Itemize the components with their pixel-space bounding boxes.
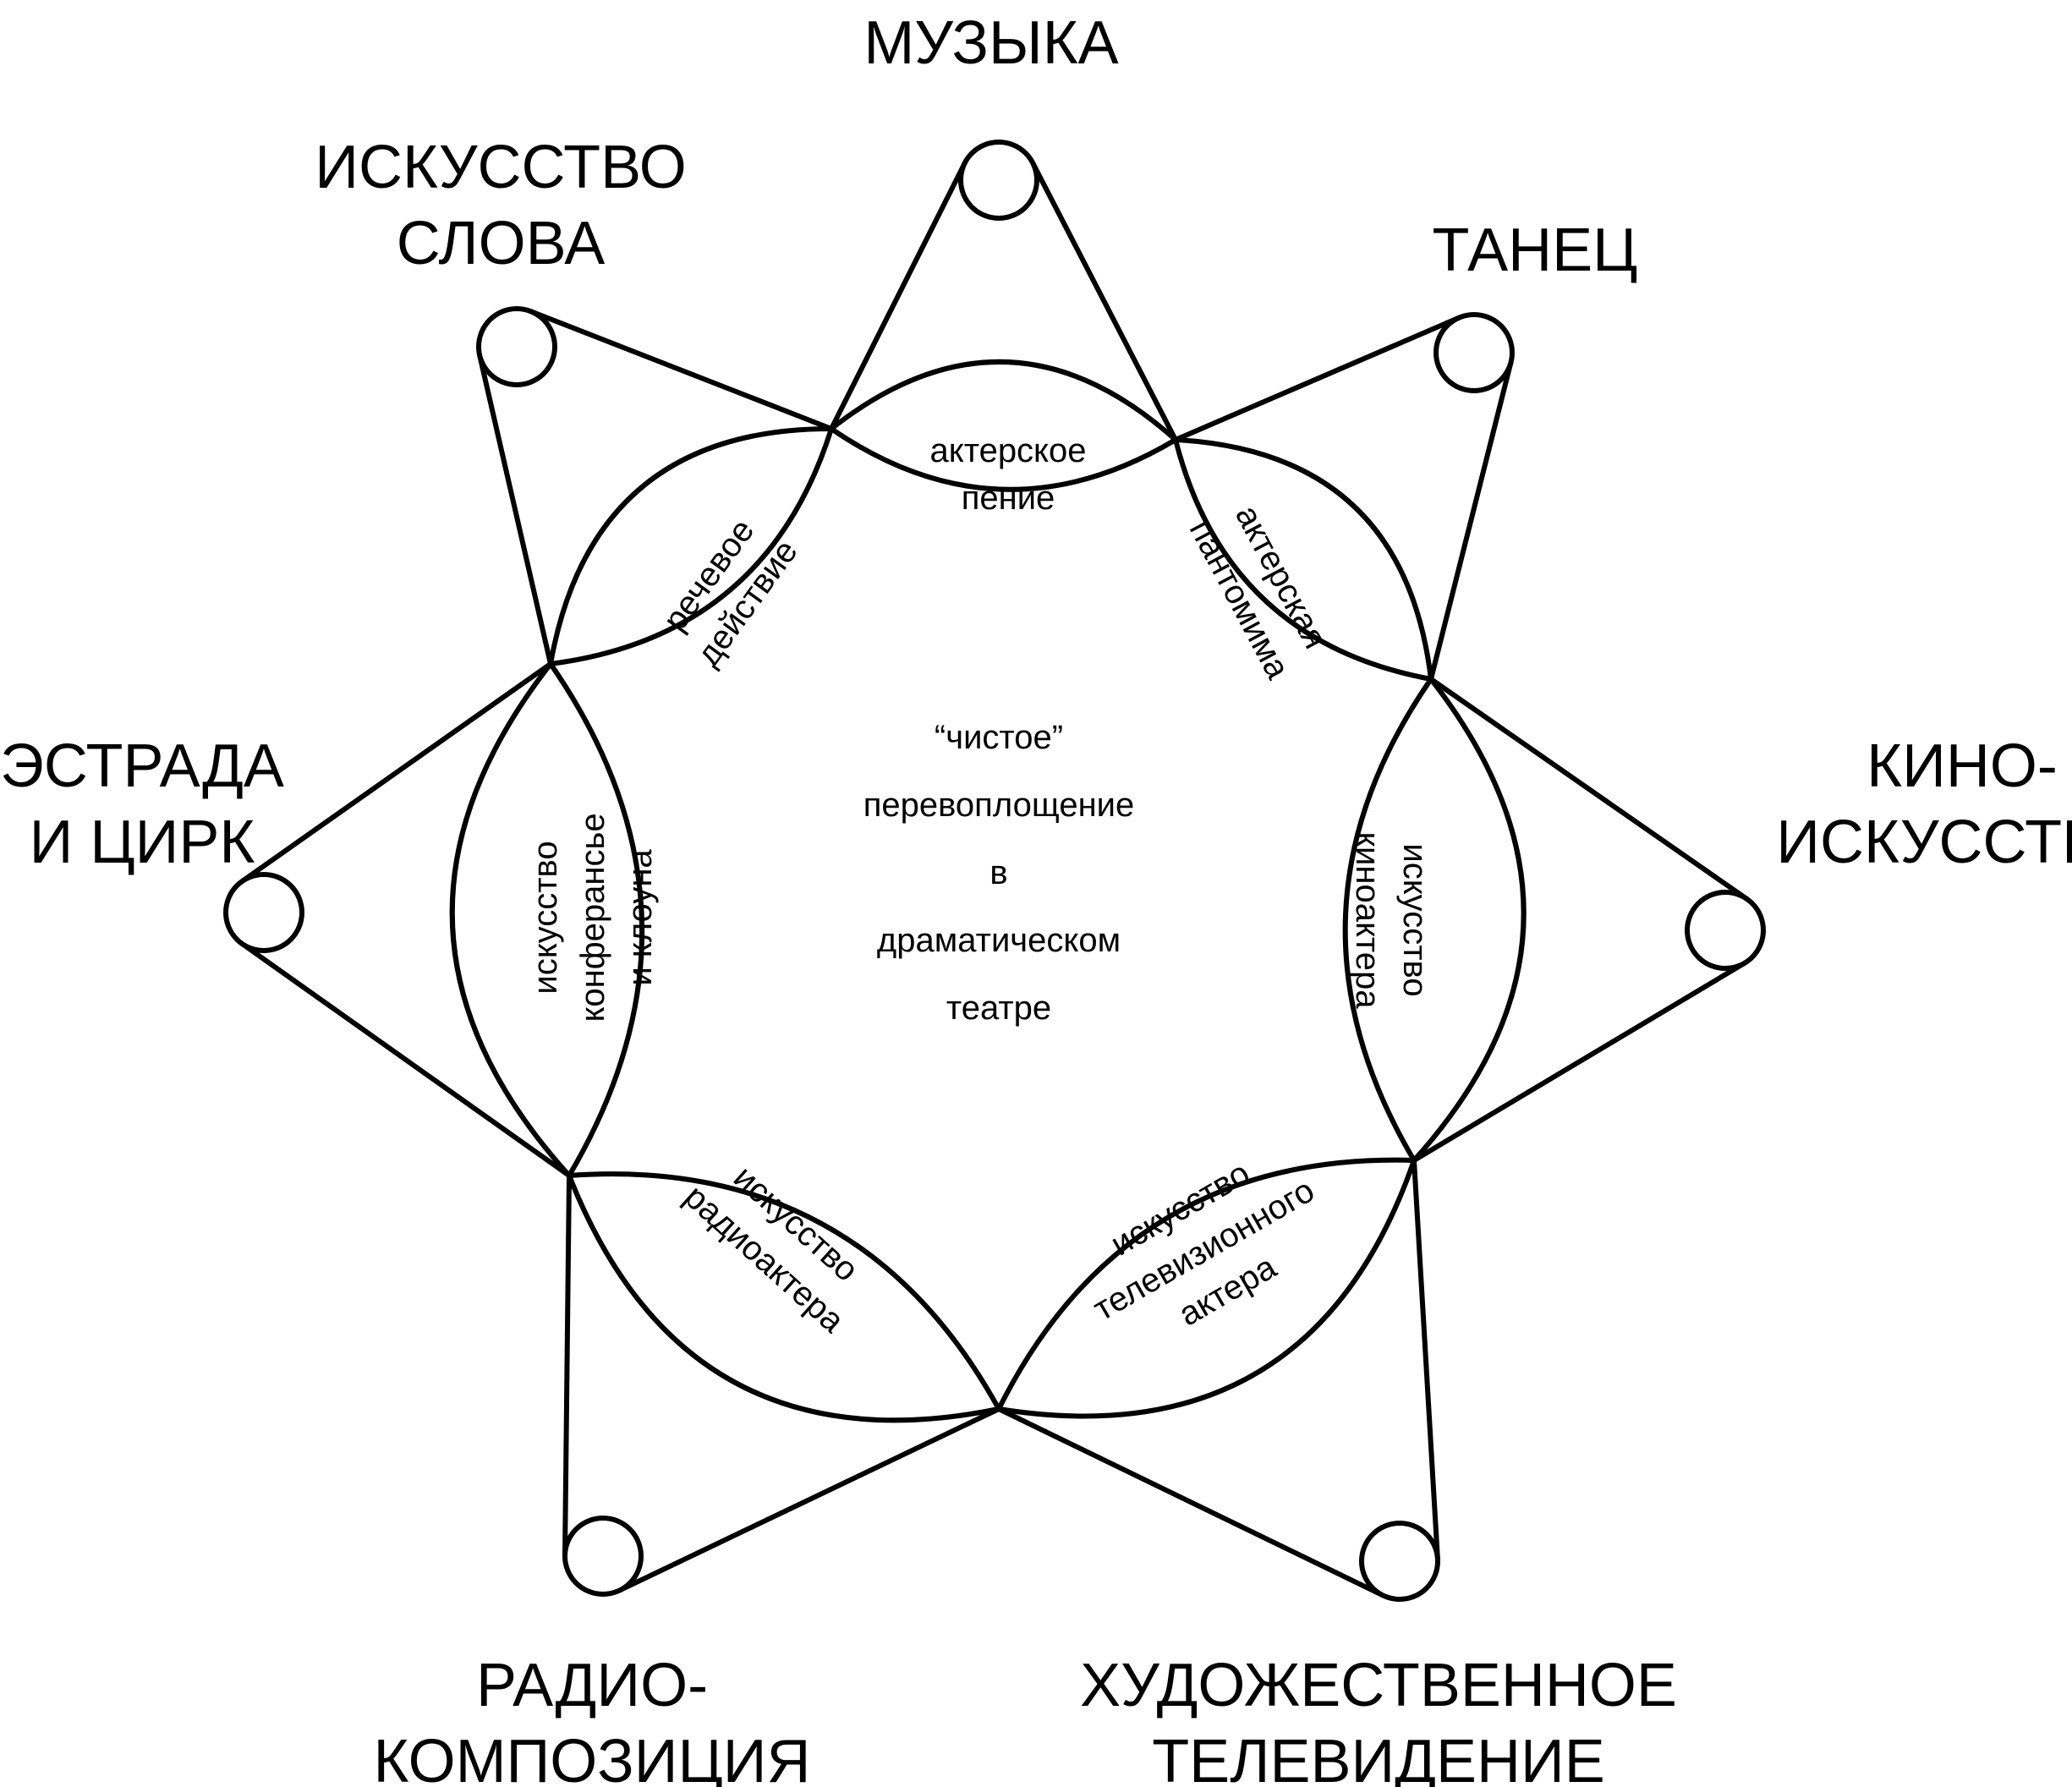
lens-label-line: пение bbox=[962, 480, 1055, 517]
outer-label-estrada: ЭСТРАДА И ЦИРК bbox=[0, 732, 284, 876]
center-label-line: драматическом bbox=[877, 922, 1121, 959]
outer-label-line: РАДИО- bbox=[476, 1652, 708, 1719]
outer-label-dance: ТАНЕЦ bbox=[1433, 217, 1638, 284]
lens-label-text: актерскаяпантомима bbox=[1182, 491, 1339, 685]
outer-node-circles bbox=[223, 140, 1766, 1602]
lens-outer-arc bbox=[567, 1173, 1001, 1423]
connector-line bbox=[1411, 960, 1748, 1163]
lens-outer-arc bbox=[449, 661, 572, 1178]
outer-label-line: КОМПОЗИЦИЯ bbox=[373, 1728, 810, 1787]
lens-outer-arc bbox=[996, 1158, 1417, 1419]
lens-inner-arc bbox=[1342, 677, 1433, 1163]
connector-line bbox=[1029, 160, 1178, 442]
outer-label-line: И ЦИРК bbox=[30, 809, 255, 876]
connector-line bbox=[1411, 1158, 1440, 1562]
lens-inner-arc bbox=[1173, 437, 1433, 682]
outer-label-line: ТЕЛЕВИДЕНИЕ bbox=[1152, 1728, 1605, 1787]
outer-label-music: МУЗЫКА bbox=[863, 9, 1118, 77]
outer-label-word: ИСКУССТВО СЛОВА bbox=[315, 134, 686, 277]
lens-label-line: конферансье bbox=[574, 813, 611, 1022]
lens-label-text: искусство конферансье и клоуна bbox=[527, 813, 659, 1022]
connector-line bbox=[996, 1406, 1386, 1598]
lens-label-film-actor: искусство киноактера bbox=[1349, 832, 1433, 1010]
node-circle-dance bbox=[1433, 312, 1515, 393]
lens-outer-arc bbox=[1173, 437, 1433, 682]
lens-inner-arc bbox=[548, 426, 834, 666]
center-label-line: перевоплощение bbox=[863, 787, 1135, 824]
lens-label-acting-pantomime: актерскаяпантомима bbox=[1182, 491, 1339, 685]
connector-lines bbox=[238, 160, 1750, 1598]
connector-line bbox=[238, 940, 572, 1178]
connector-line bbox=[562, 1173, 572, 1559]
node-circle-cinema bbox=[1685, 890, 1766, 971]
lens-label-text: искусство киноактера bbox=[1349, 832, 1433, 1010]
lens-label-text: актерское пение bbox=[930, 432, 1087, 517]
outer-label-line: ИСКУССТВО bbox=[1776, 809, 2072, 876]
outer-label-line: ХУДОЖЕСТВЕННОЕ bbox=[1080, 1652, 1677, 1719]
lens-label-line: и клоуна bbox=[622, 849, 659, 986]
center-label-line: “чистое” bbox=[935, 719, 1063, 756]
outer-label-television: ХУДОЖЕСТВЕННОЕ ТЕЛЕВИДЕНИЕ bbox=[1080, 1652, 1677, 1787]
outer-label-line: МУЗЫКА bbox=[863, 9, 1118, 77]
node-circle-television bbox=[1359, 1521, 1440, 1602]
lens-label-line: киноактера bbox=[1349, 832, 1386, 1010]
connector-line bbox=[617, 1406, 1001, 1593]
outer-label-line: ТАНЕЦ bbox=[1433, 217, 1638, 284]
outer-labels: МУЗЫКА ТАНЕЦ КИНО- ИСКУССТВО ХУДОЖЕСТВЕННОЕ Т… bbox=[0, 9, 2072, 1787]
center-label-line: театре bbox=[946, 989, 1051, 1027]
lens-label-line: актерское bbox=[930, 432, 1087, 469]
outer-label-radio: РАДИО- КОМПОЗИЦИЯ bbox=[373, 1652, 810, 1787]
node-circle-radio bbox=[562, 1516, 644, 1597]
lens-outer-arc bbox=[1411, 677, 1527, 1163]
lens-outer-arc bbox=[548, 425, 834, 666]
lens-label-entertainer-clown: искусство конферансье и клоуна bbox=[527, 813, 659, 1022]
center-label-line: в bbox=[989, 854, 1007, 891]
connector-line bbox=[477, 353, 553, 666]
lens-inner-arc bbox=[829, 426, 1178, 492]
node-circle-word bbox=[476, 306, 557, 387]
outer-label-cinema: КИНО- ИСКУССТВО bbox=[1776, 732, 2072, 876]
lens-label-acting-singing: актерское пение bbox=[930, 432, 1087, 517]
lens-outer-arc bbox=[829, 359, 1178, 442]
node-circle-music bbox=[958, 140, 1039, 221]
inner-lens-arcs bbox=[449, 359, 1527, 1423]
outer-label-line: ИСКУССТВО bbox=[315, 134, 686, 201]
lens-label-line: искусство bbox=[527, 841, 564, 994]
connector-line bbox=[239, 661, 553, 885]
center-label-text: “чистое” перевоплощение в драматическом теат… bbox=[863, 719, 1135, 1027]
lens-inner-arc bbox=[567, 1171, 1001, 1412]
center-label: “чистое” перевоплощение в драматическом теат… bbox=[863, 719, 1135, 1027]
node-circle-estrada bbox=[223, 872, 304, 953]
outer-label-line: ЭСТРАДА bbox=[0, 732, 284, 800]
connector-line bbox=[528, 309, 834, 431]
connector-line bbox=[829, 160, 967, 431]
lens-inner-arc bbox=[548, 661, 645, 1178]
inner-lens-labels: актерское пение актерскаяпантомима искусств… bbox=[527, 432, 1433, 1340]
outer-label-line: КИНО- bbox=[1866, 732, 2058, 800]
connector-line bbox=[1173, 315, 1462, 442]
connector-line bbox=[1428, 677, 1750, 902]
lens-inner-arc bbox=[996, 1157, 1417, 1412]
lens-label-line: искусство bbox=[1396, 843, 1433, 996]
connector-line bbox=[1428, 359, 1514, 682]
outer-label-line: СЛОВА bbox=[397, 210, 606, 277]
